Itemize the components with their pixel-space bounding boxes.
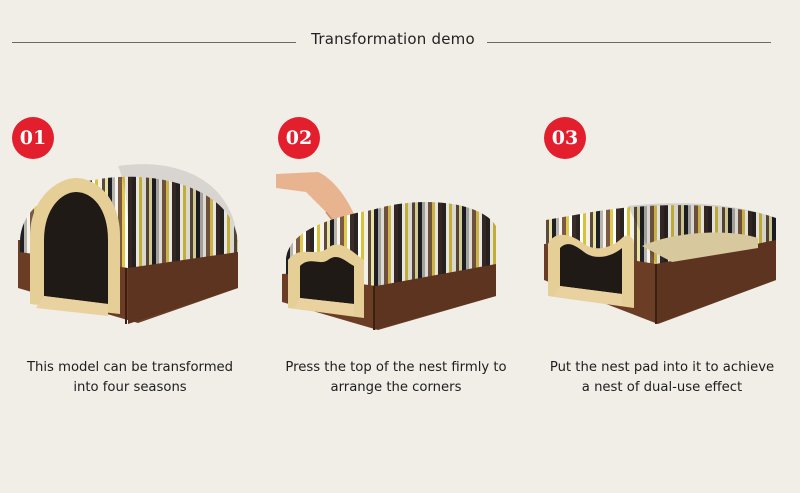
step-number-badge: 03 <box>544 117 586 159</box>
header-divider-left <box>12 42 296 43</box>
step-caption-line: into four seasons <box>73 380 187 395</box>
step-caption-line: Press the top of the nest firmly to <box>285 360 507 375</box>
step-3: 03 <box>532 108 792 408</box>
page-title: Transformation demo <box>311 30 475 48</box>
step-number-badge: 01 <box>12 117 54 159</box>
pet-house-closed-image <box>18 164 238 324</box>
step-caption-line: a nest of dual-use effect <box>581 380 743 395</box>
step-caption-line: arrange the corners <box>330 380 462 395</box>
step-caption: Press the top of the nest firmly to arra… <box>266 358 526 398</box>
step-number-badge: 02 <box>278 117 320 159</box>
pet-bed-open-image <box>544 203 776 324</box>
step-caption: This model can be transformed into four … <box>0 358 260 398</box>
step-caption-line: This model can be transformed <box>26 360 234 375</box>
step-2: 02 <box>266 108 526 408</box>
pet-house-pressing-image <box>276 172 496 330</box>
header-divider-right <box>487 42 771 43</box>
step-caption-line: Put the nest pad into it to achieve <box>549 360 775 375</box>
step-1: 01 <box>0 108 260 408</box>
section-header: Transformation demo <box>0 22 800 58</box>
step-caption: Put the nest pad into it to achieve a ne… <box>532 358 792 398</box>
